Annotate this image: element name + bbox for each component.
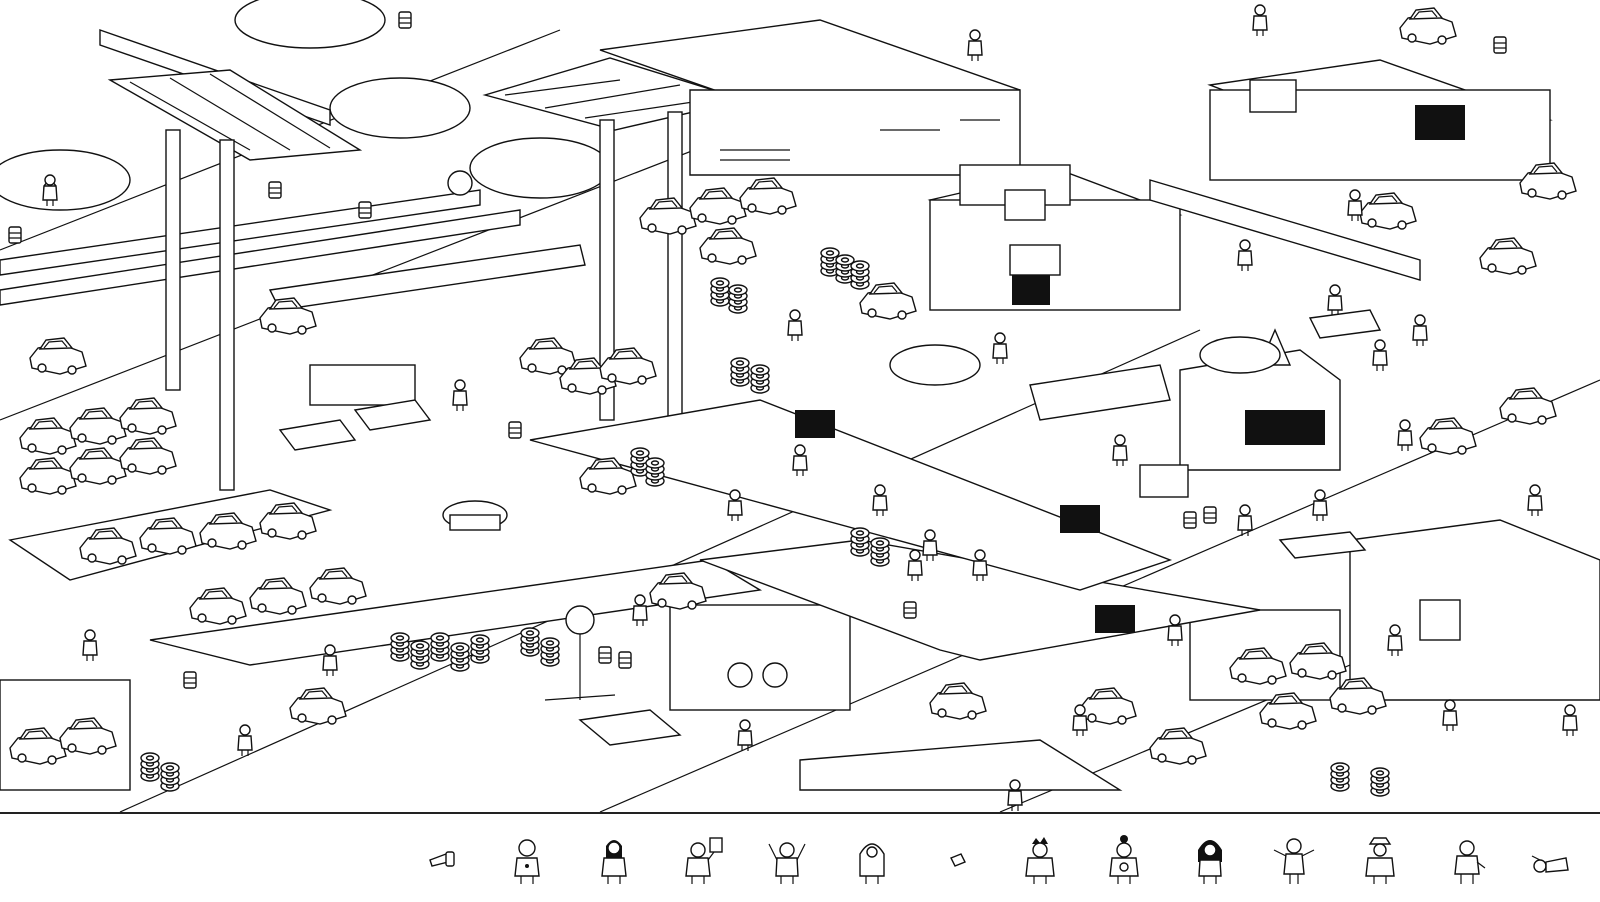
round-hooded-person-target[interactable] <box>850 832 894 888</box>
target-tray <box>0 812 1600 902</box>
person-icon <box>859 843 885 884</box>
person-icon <box>768 842 806 884</box>
person-icon <box>1273 838 1315 884</box>
scene-canvas[interactable] <box>0 0 1600 812</box>
factory-buildings <box>0 19 1600 791</box>
dropped-hammer-target[interactable] <box>420 832 464 888</box>
person-icon <box>601 840 627 884</box>
hooded-person-target[interactable] <box>505 832 549 888</box>
bun-person-target[interactable] <box>1102 832 1146 888</box>
long-hair-person-target[interactable] <box>592 832 636 888</box>
misc-props <box>278 309 1382 746</box>
person-icon <box>1025 837 1055 884</box>
person-icon <box>1531 855 1569 873</box>
hammer-icon <box>429 851 455 867</box>
small-object-target[interactable] <box>935 832 979 888</box>
person-with-sign-target[interactable] <box>680 832 724 888</box>
big-hair-person-target[interactable] <box>1188 832 1232 888</box>
cheering-person-target[interactable] <box>765 832 809 888</box>
factory-scene[interactable] <box>0 0 1600 812</box>
hat-person-target[interactable] <box>1358 832 1402 888</box>
gantry-cranes <box>107 57 748 491</box>
arms-out-person-target[interactable] <box>1272 832 1316 888</box>
person-icon <box>1198 840 1222 884</box>
lying-person-target[interactable] <box>1530 832 1574 888</box>
person-icon <box>685 837 723 884</box>
spiky-hair-person-target[interactable] <box>1018 832 1062 888</box>
mechanic-person-target[interactable] <box>1445 832 1489 888</box>
person-icon <box>514 839 540 884</box>
person-icon <box>1454 840 1486 884</box>
water-tanks <box>0 0 611 211</box>
person-icon <box>1109 835 1139 884</box>
object-icon <box>950 853 966 867</box>
person-icon <box>1365 837 1395 884</box>
